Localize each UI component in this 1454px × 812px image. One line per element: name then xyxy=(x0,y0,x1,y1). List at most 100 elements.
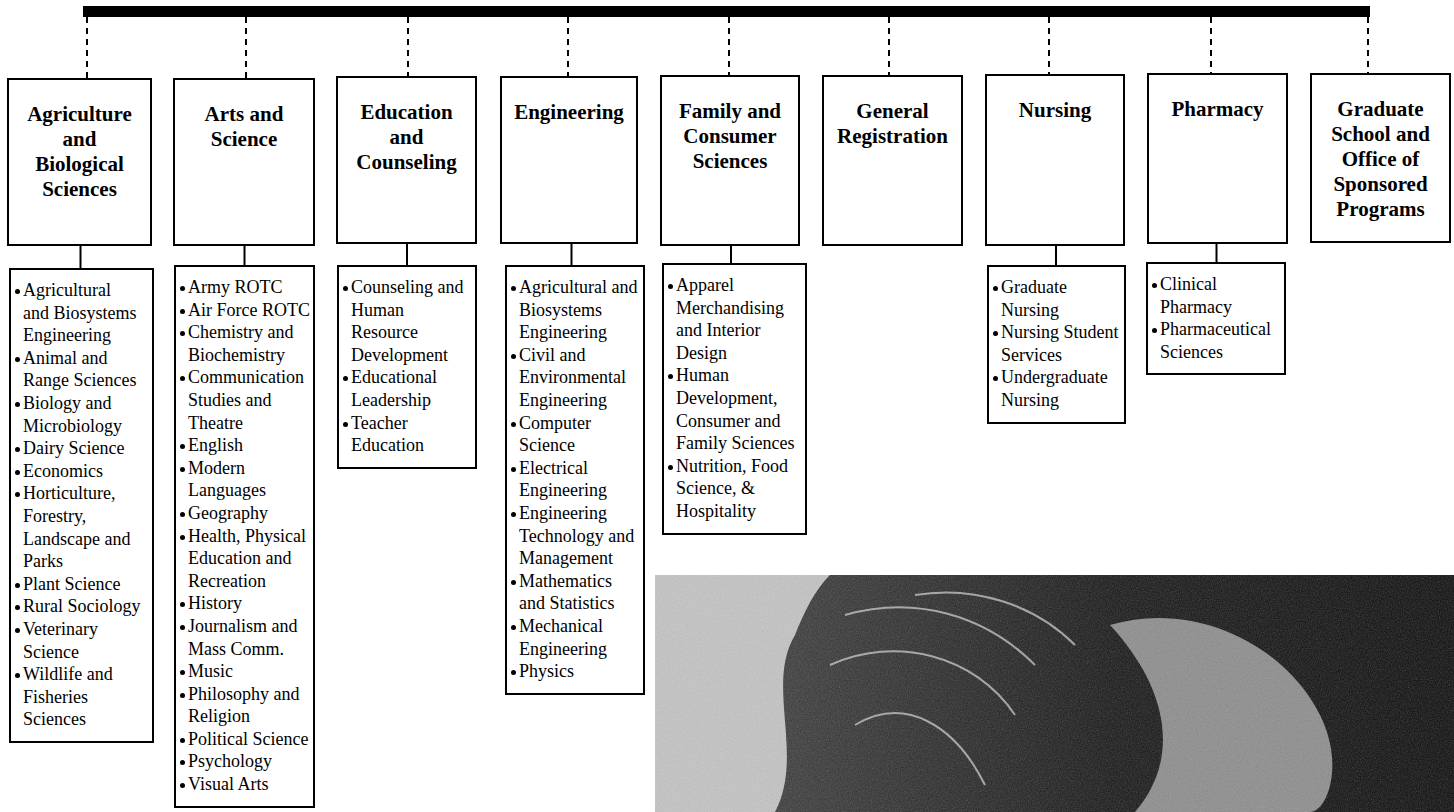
bullet-dot xyxy=(180,331,185,336)
list-item: Journalism and Mass Comm. xyxy=(179,615,311,660)
college-box: Pharmacy xyxy=(1147,73,1288,244)
college-name: General Registration xyxy=(834,99,951,149)
department-name: Graduate Nursing xyxy=(1001,277,1067,320)
college-box: Nursing xyxy=(985,74,1125,246)
bullet-dot xyxy=(180,738,185,743)
bullet-dot xyxy=(180,376,185,381)
college-box: Family and Consumer Sciences xyxy=(660,75,800,246)
list-item: Geography xyxy=(179,502,311,525)
department-name: Civil and Environmental Engineering xyxy=(519,345,626,410)
college-name: Agriculture and Biological Sciences xyxy=(19,102,140,202)
bullet-dot xyxy=(15,357,20,362)
bullet-dot xyxy=(993,376,998,381)
department-name: Educational Leadership xyxy=(351,367,437,410)
bullet-dot xyxy=(1152,328,1157,333)
bullet-dot xyxy=(993,331,998,336)
list-item: Dairy Science xyxy=(14,437,141,460)
list-item: Undergraduate Nursing xyxy=(992,366,1121,411)
college-name: Family and Consumer Sciences xyxy=(672,99,788,174)
list-item: Plant Science xyxy=(14,573,141,596)
list-item: Graduate Nursing xyxy=(992,276,1121,321)
department-name: Chemistry and Biochemistry xyxy=(188,322,294,365)
list-item: Army ROTC xyxy=(179,276,311,299)
bullet-dot xyxy=(180,444,185,449)
list-item: Political Science xyxy=(179,728,311,751)
list-item: Agricultural and Biosystems Engineering xyxy=(14,279,141,347)
list-item: English xyxy=(179,434,311,457)
connector-line xyxy=(1055,246,1057,265)
department-name: Political Science xyxy=(188,729,308,749)
department-name: Wildlife and Fisheries Sciences xyxy=(23,664,113,729)
college-box: General Registration xyxy=(822,75,963,246)
list-item: Human Development, Consumer and Family S… xyxy=(667,364,803,454)
college-name: Arts and Science xyxy=(185,102,303,152)
department-name: English xyxy=(188,435,243,455)
bullet-dot xyxy=(511,670,516,675)
college-name: Engineering xyxy=(512,100,626,125)
list-item: Economics xyxy=(14,460,141,483)
bullet-dot xyxy=(343,422,348,427)
connector-line xyxy=(730,246,732,263)
dashed-drop-line xyxy=(407,17,409,80)
bullet-dot xyxy=(180,670,185,675)
bullet-dot xyxy=(180,760,185,765)
college-name: Graduate School and Office of Sponsored … xyxy=(1322,97,1439,222)
department-name: Human Development, Consumer and Family S… xyxy=(676,365,794,453)
bullet-dot xyxy=(180,783,185,788)
list-item: Nutrition, Food Science, & Hospitality xyxy=(667,455,803,523)
dashed-drop-line xyxy=(567,17,569,80)
college-box: Arts and Science xyxy=(173,78,315,246)
college-name: Pharmacy xyxy=(1159,97,1276,122)
bullet-dot xyxy=(511,512,516,517)
list-item: Psychology xyxy=(179,750,311,773)
connector-line xyxy=(406,244,408,265)
list-item: Veterinary Science xyxy=(14,618,141,663)
department-name: Plant Science xyxy=(23,574,120,594)
dashed-drop-line xyxy=(1048,17,1050,78)
department-name: Geography xyxy=(188,503,268,523)
department-name: Nutrition, Food Science, & Hospitality xyxy=(676,456,788,521)
bullet-dot xyxy=(15,402,20,407)
bullet-dot xyxy=(511,354,516,359)
dashed-drop-line xyxy=(1367,17,1369,77)
list-item: Clinical Pharmacy xyxy=(1151,273,1280,318)
bullet-dot xyxy=(343,376,348,381)
department-name: Modern Languages xyxy=(188,458,266,501)
department-name: Agricultural and Biosystems Engineering xyxy=(519,277,637,342)
department-name: Agricultural and Biosystems Engineering xyxy=(23,280,137,345)
department-name: Health, Physical Education and Recreatio… xyxy=(188,526,306,591)
list-item: Physics xyxy=(510,660,640,683)
department-name: Mathematics and Statistics xyxy=(519,571,615,614)
department-name: Electrical Engineering xyxy=(519,458,607,501)
list-item: History xyxy=(179,592,311,615)
department-list-box: Agricultural and Biosystems EngineeringA… xyxy=(9,268,154,743)
bullet-dot xyxy=(668,465,673,470)
department-name: Nursing Student Services xyxy=(1001,322,1119,365)
connector-line xyxy=(1216,244,1218,262)
department-name: Pharmaceutical Sciences xyxy=(1160,319,1271,362)
department-name: Rural Sociology xyxy=(23,596,141,616)
department-name: Dairy Science xyxy=(23,438,124,458)
department-name: Engineering Technology and Management xyxy=(519,503,634,568)
department-name: Veterinary Science xyxy=(23,619,98,662)
college-name: Nursing xyxy=(997,98,1113,123)
bullet-dot xyxy=(180,309,185,314)
list-item: Wildlife and Fisheries Sciences xyxy=(14,663,141,731)
bullet-dot xyxy=(511,625,516,630)
bullet-dot xyxy=(180,535,185,540)
list-item: Engineering Technology and Management xyxy=(510,502,640,570)
department-list-box: Army ROTCAir Force ROTCChemistry and Bio… xyxy=(174,265,315,808)
department-list-box: Clinical PharmacyPharmaceutical Sciences xyxy=(1146,262,1286,375)
list-item: Music xyxy=(179,660,311,683)
bullet-dot xyxy=(511,422,516,427)
college-name: Education and Counseling xyxy=(348,100,465,175)
list-item: Horticulture, Forestry, Landscape and Pa… xyxy=(14,482,141,572)
department-name: Clinical Pharmacy xyxy=(1160,274,1232,317)
bullet-dot xyxy=(180,625,185,630)
list-item: Agricultural and Biosystems Engineering xyxy=(510,276,640,344)
list-item: Chemistry and Biochemistry xyxy=(179,321,311,366)
department-name: Teacher Education xyxy=(351,413,424,456)
bullet-dot xyxy=(993,286,998,291)
bullet-dot xyxy=(668,374,673,379)
list-item: Apparel Merchandising and Interior Desig… xyxy=(667,274,803,364)
